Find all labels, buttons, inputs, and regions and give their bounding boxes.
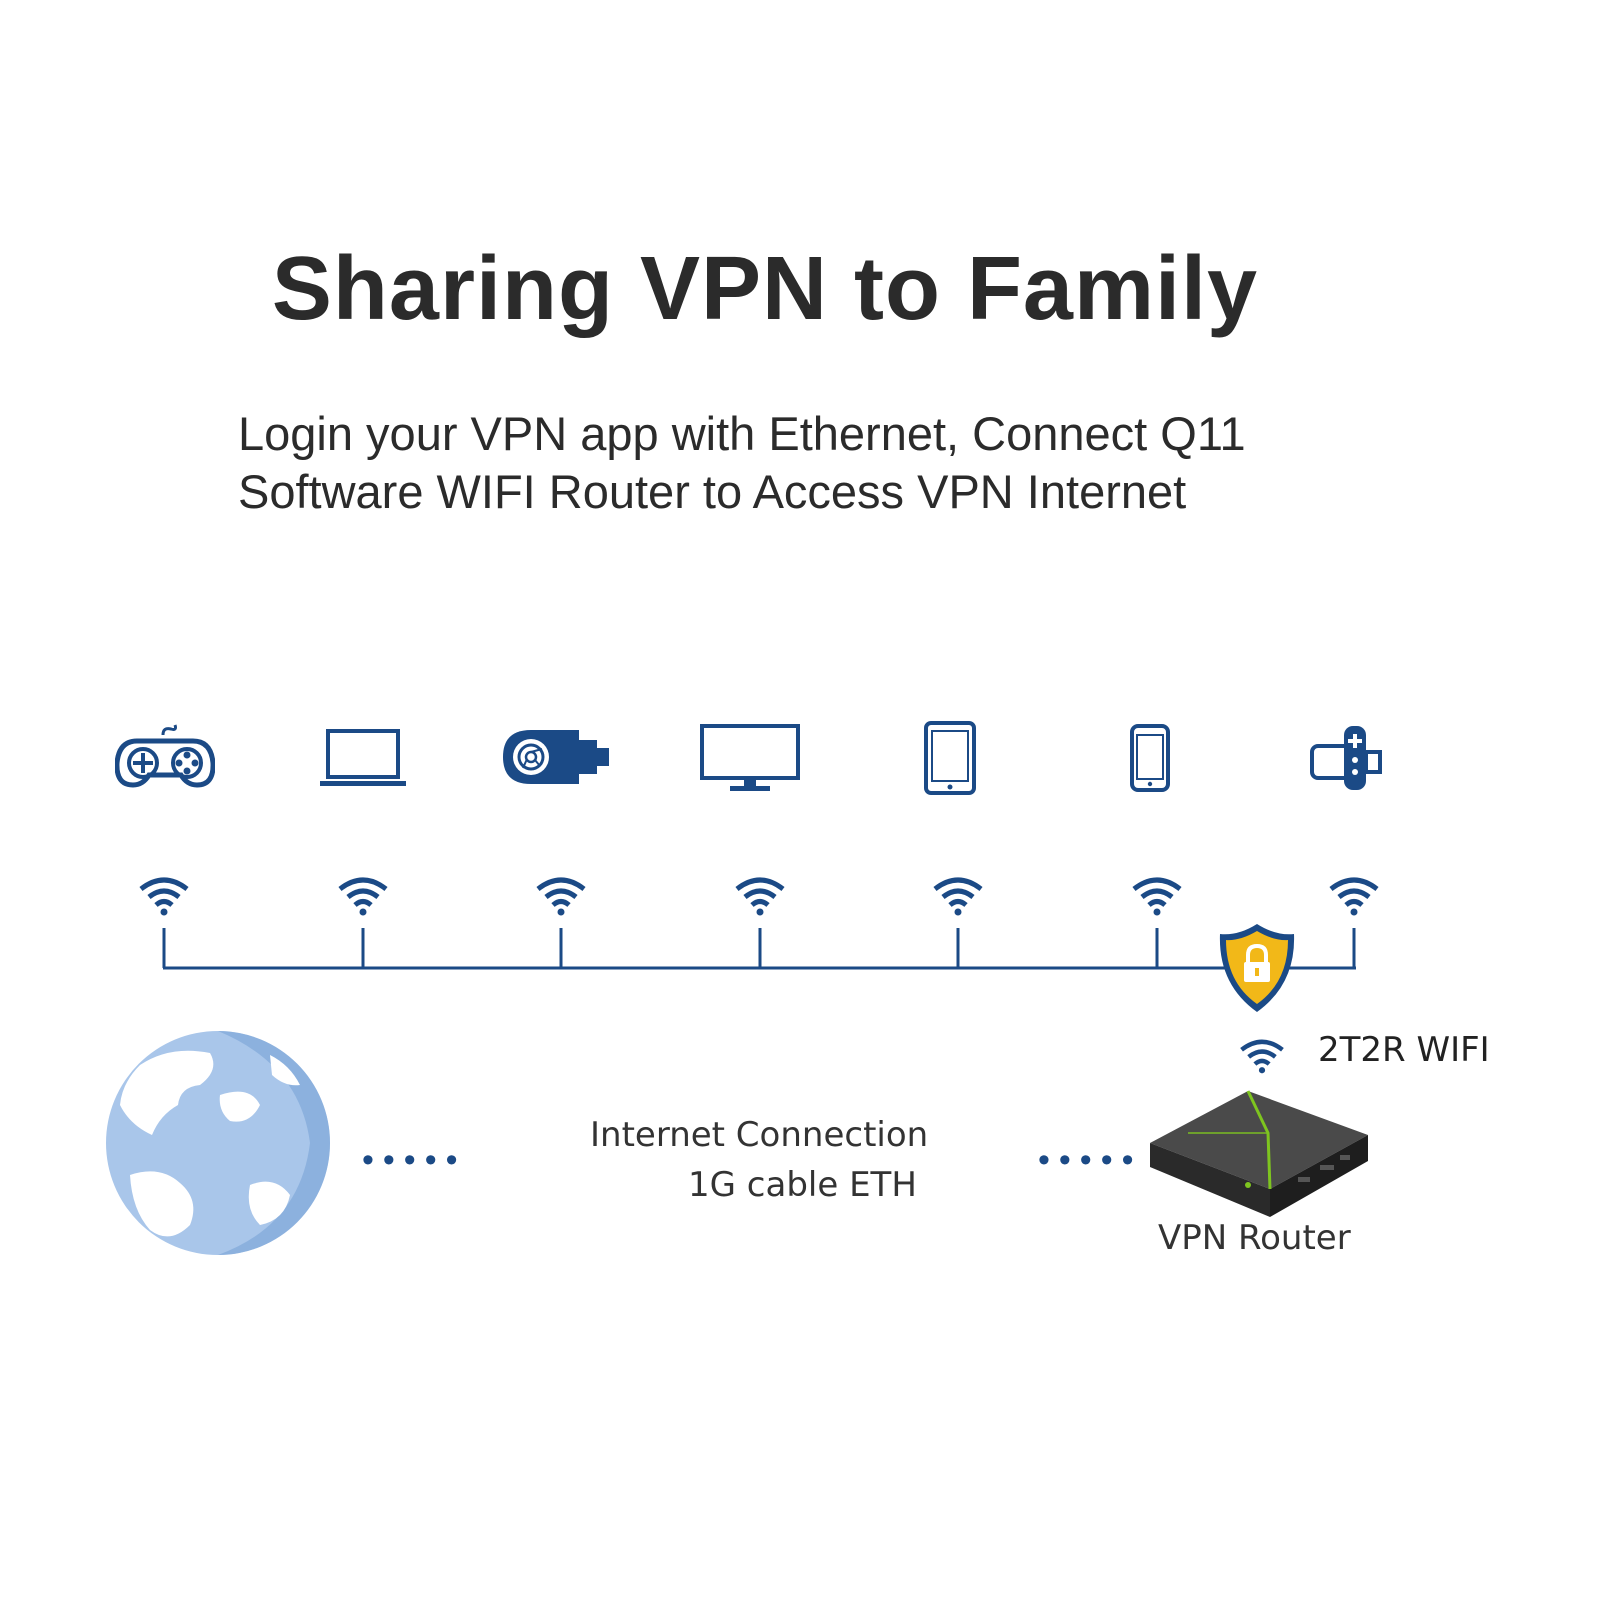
tv-stick-remote-icon	[1288, 712, 1408, 804]
vpn-router-device	[1150, 1090, 1368, 1217]
chromecast-dongle-icon	[496, 712, 616, 804]
page-title: Sharing VPN to Family	[271, 239, 1259, 339]
internet-connection-label: Internet Connection	[590, 1115, 929, 1155]
connection-dots-left: •••••	[362, 1141, 467, 1179]
subtitle-line-2: Software WIFI Router to Access VPN Inter…	[238, 465, 1187, 518]
wifi-icon	[933, 877, 983, 916]
tablet-icon	[890, 712, 1010, 804]
wifi-icon	[735, 877, 785, 916]
wifi-icon	[139, 877, 189, 916]
shield-lock-icon	[1219, 924, 1295, 1012]
router-wifi-label: 2T2R WIFI	[1318, 1030, 1490, 1070]
laptop-icon	[303, 712, 423, 804]
vpn-router-label: VPN Router	[1158, 1218, 1351, 1258]
wifi-icon	[338, 877, 388, 916]
wifi-icon	[536, 877, 586, 916]
wifi-icon	[1329, 877, 1379, 916]
router-wifi-icon	[1240, 1039, 1284, 1074]
cable-label: 1G cable ETH	[688, 1165, 917, 1205]
subtitle-line-1: Login your VPN app with Ethernet, Connec…	[238, 407, 1246, 460]
wifi-icon	[1132, 877, 1182, 916]
gamepad-icon	[105, 712, 225, 804]
connection-dots-right: •••••	[1038, 1141, 1143, 1179]
globe-icon	[106, 1031, 330, 1255]
smartphone-icon	[1090, 712, 1210, 804]
page-subtitle: Login your VPN app with Ethernet, Connec…	[238, 405, 1246, 521]
monitor-icon	[690, 712, 810, 804]
